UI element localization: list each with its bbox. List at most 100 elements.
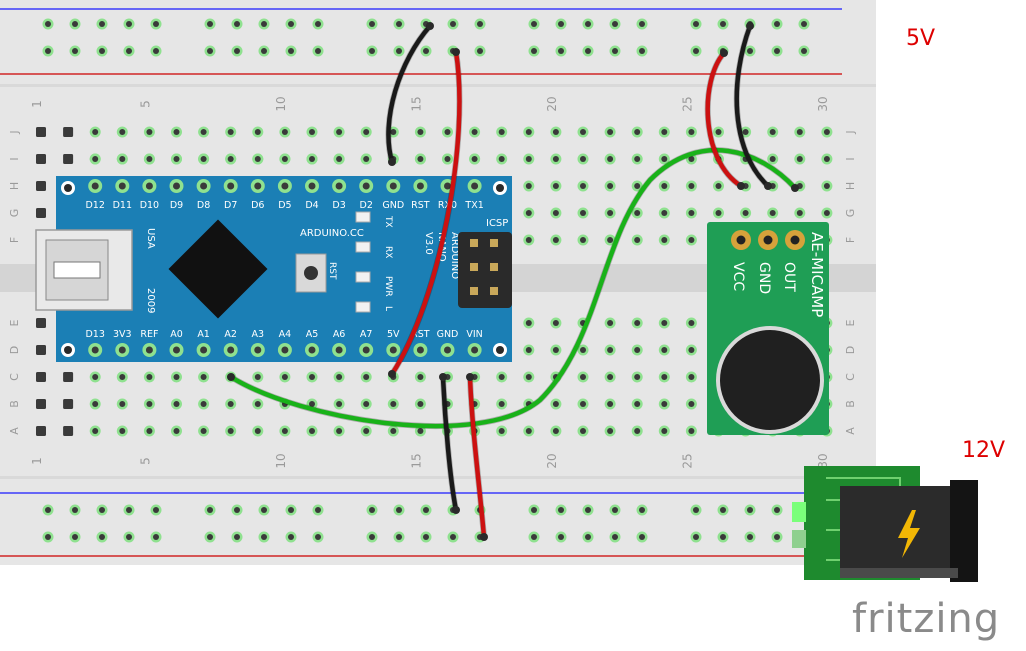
hole-center — [423, 507, 429, 513]
icsp-header — [458, 232, 512, 308]
hole-center — [558, 534, 564, 540]
hole-center — [607, 156, 614, 162]
hole-center — [769, 156, 776, 162]
header-pin-hole — [389, 182, 397, 190]
red-vin-wire — [467, 374, 487, 540]
hole-center — [661, 210, 668, 216]
pin-label-top: D8 — [197, 200, 210, 211]
column-number: 20 — [545, 96, 559, 111]
hole-center — [688, 237, 695, 243]
hole-center — [607, 428, 614, 434]
hole-center — [315, 48, 321, 54]
hole-center — [153, 534, 159, 540]
icsp-pin — [490, 287, 498, 295]
header-pin-hole — [145, 182, 153, 190]
hole-center — [525, 320, 532, 326]
hole-center — [688, 374, 695, 380]
usb-inner — [53, 261, 101, 279]
hole-center — [634, 374, 641, 380]
hole-center — [281, 129, 288, 135]
year-label: 2009 — [145, 288, 156, 313]
hole-center — [612, 48, 618, 54]
hole-center — [498, 156, 505, 162]
hole-center — [774, 48, 780, 54]
header-pin-hole — [227, 346, 235, 354]
hole-center — [45, 507, 51, 513]
hole-center — [769, 210, 776, 216]
hole-center — [126, 534, 132, 540]
hole-center — [363, 428, 370, 434]
pin-label-bottom: A7 — [360, 329, 373, 340]
hole-center — [119, 156, 126, 162]
header-pin-hole — [444, 346, 451, 354]
red-vcc-wire — [705, 50, 744, 189]
hole-center — [585, 534, 591, 540]
hole-center — [580, 374, 586, 380]
hole-center — [607, 237, 614, 243]
hole-center — [450, 21, 456, 27]
label-5v: 5V — [906, 26, 936, 51]
header-pin-hole — [308, 182, 316, 190]
pin-label-top: D5 — [278, 200, 291, 211]
header-pin-hole — [471, 182, 479, 190]
pin-label-bottom: A0 — [170, 329, 183, 340]
icsp-pin — [470, 287, 478, 295]
wire-end — [426, 22, 434, 30]
hole-center — [99, 21, 105, 27]
hole-center — [525, 237, 532, 243]
header-pin-hole — [335, 182, 343, 190]
column-number: 1 — [30, 100, 44, 108]
status-led — [355, 211, 371, 223]
header-pin-hole — [416, 182, 424, 190]
breadboard-hole — [63, 127, 74, 137]
hole-center — [552, 210, 559, 216]
black-gnd-wire-top — [386, 23, 433, 165]
hole-center — [261, 507, 267, 513]
header-pin-hole — [91, 346, 99, 354]
status-led — [355, 301, 371, 313]
hole-center — [580, 428, 586, 434]
hole-center — [823, 210, 830, 216]
module-pad-hole — [736, 235, 746, 245]
hole-center — [747, 507, 753, 513]
hole-center — [639, 534, 645, 540]
hole-center — [315, 507, 321, 513]
hole-center — [634, 401, 641, 407]
pin-label-top: D10 — [140, 200, 159, 211]
column-number: 25 — [680, 453, 694, 468]
hole-center — [369, 507, 375, 513]
breadboard-hole — [63, 372, 74, 382]
header-pin-hole — [118, 182, 126, 190]
row-letter: A — [8, 427, 21, 435]
hole-center — [234, 534, 240, 540]
hole-center — [661, 129, 668, 135]
wire-end — [746, 22, 754, 30]
fritzing-logo: fritzing — [852, 596, 1001, 642]
hole-center — [585, 507, 591, 513]
hole-center — [234, 21, 240, 27]
hole-center — [173, 156, 180, 162]
column-number: 15 — [409, 96, 423, 111]
breadboard-hole — [63, 426, 74, 436]
hole-center — [823, 129, 830, 135]
hole-center — [693, 507, 699, 513]
hole-center — [580, 237, 586, 243]
wire-end — [791, 184, 799, 192]
label-12v: 12V — [962, 438, 1006, 463]
icsp-pin — [490, 263, 498, 271]
mount-hole-center — [64, 346, 72, 354]
hole-center — [661, 237, 668, 243]
breadboard-hole — [36, 372, 46, 382]
rail-divider — [0, 476, 876, 479]
hole-center — [369, 48, 375, 54]
board-name: ARDUINO — [449, 232, 460, 279]
hole-center — [254, 129, 261, 135]
hole-center — [525, 156, 532, 162]
hole-center — [801, 21, 807, 27]
hole-center — [146, 401, 153, 407]
hole-center — [254, 401, 261, 407]
hole-center — [72, 48, 78, 54]
hole-center — [444, 129, 451, 135]
hole-center — [580, 401, 586, 407]
row-letter: H — [844, 182, 857, 190]
